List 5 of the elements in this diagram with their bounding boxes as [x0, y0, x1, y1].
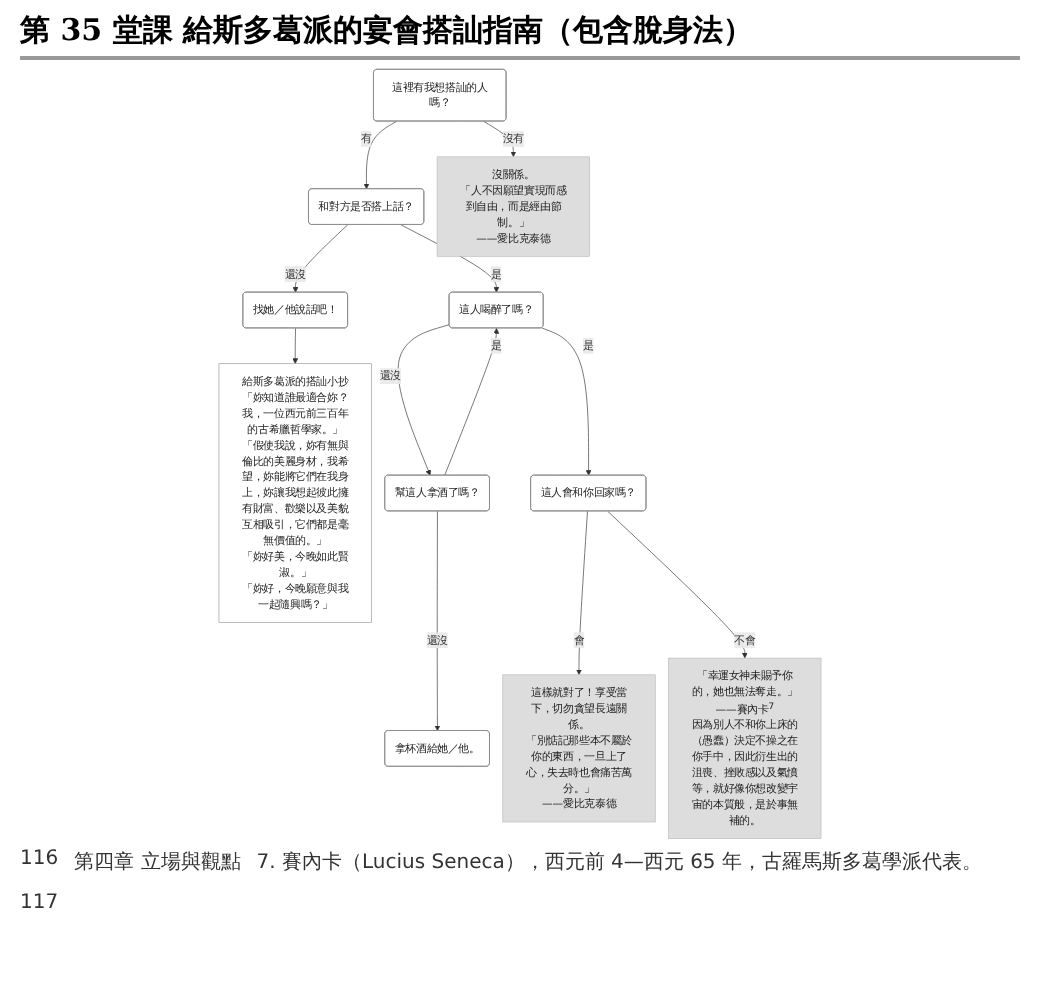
page-number: 117	[20, 892, 59, 914]
page-title: 第 35 堂課 給斯多葛派的宴會搭訕指南（包含脫身法）	[20, 12, 1020, 60]
chapter-name: 第四章 立場與觀點	[74, 849, 241, 876]
page-number: 116	[20, 848, 59, 874]
footnote: 7. 賽內卡（Lucius Seneca），西元前 4—西元 65 年，古羅馬斯多葛學派代表。	[256, 849, 982, 876]
